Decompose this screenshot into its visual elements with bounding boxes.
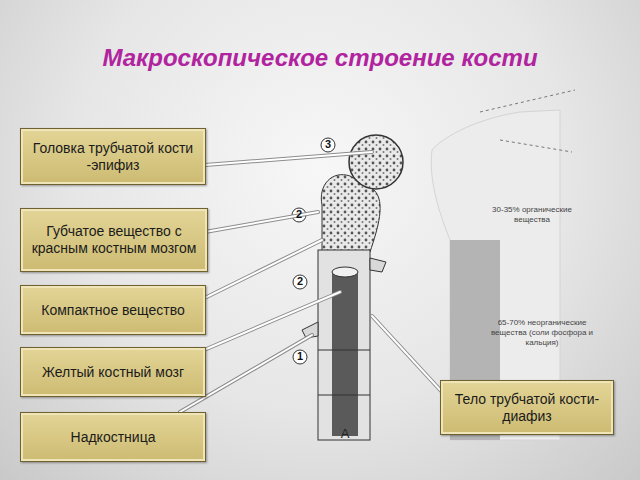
label-box: Губчатое вещество с красным костным мозг… [20, 208, 208, 272]
label-box: Компактное вещество [20, 285, 206, 335]
label-box: Тело трубчатой кости-диафиз [440, 380, 614, 435]
yellow-marrow [332, 267, 358, 277]
marrow-cavity [332, 272, 358, 436]
callout-circle [293, 350, 307, 364]
periosteum-flap [370, 258, 386, 272]
dashed-line [500, 140, 572, 152]
callout-number: 2 [293, 275, 307, 288]
callout-circle [293, 275, 307, 289]
composition-note: 65-70% неорганические вещества (соли фос… [487, 318, 597, 348]
callout-circle [321, 138, 335, 152]
label-box: Головка трубчатой кости -эпифиз [20, 128, 206, 185]
callout-number: 3 [321, 138, 335, 151]
label-box: Надкостница [20, 412, 206, 462]
composition-note: 30-35% органические вещества [487, 205, 577, 225]
bone-shaft [318, 250, 370, 440]
slide-title: Макроскопическое строение кости [0, 44, 640, 72]
box-label: Тело трубчатой кости-диафиз [449, 391, 605, 425]
box-label: Губчатое вещество с красным костным мозг… [29, 223, 199, 257]
box-label: Компактное вещество [41, 302, 185, 319]
callout-number: 1 [293, 350, 307, 363]
cut-line [318, 395, 370, 396]
bone-head [349, 135, 403, 189]
label-box: Желтый костный мозг [20, 347, 206, 397]
cut-line [318, 350, 370, 351]
dashed-line [480, 90, 575, 112]
box-label: Желтый костный мозг [42, 364, 184, 381]
box-label: Надкостница [71, 429, 156, 446]
callout-number: 2 [292, 208, 306, 221]
box-label: Головка трубчатой кости -эпифиз [29, 140, 197, 174]
figure-letter: А [335, 426, 355, 442]
